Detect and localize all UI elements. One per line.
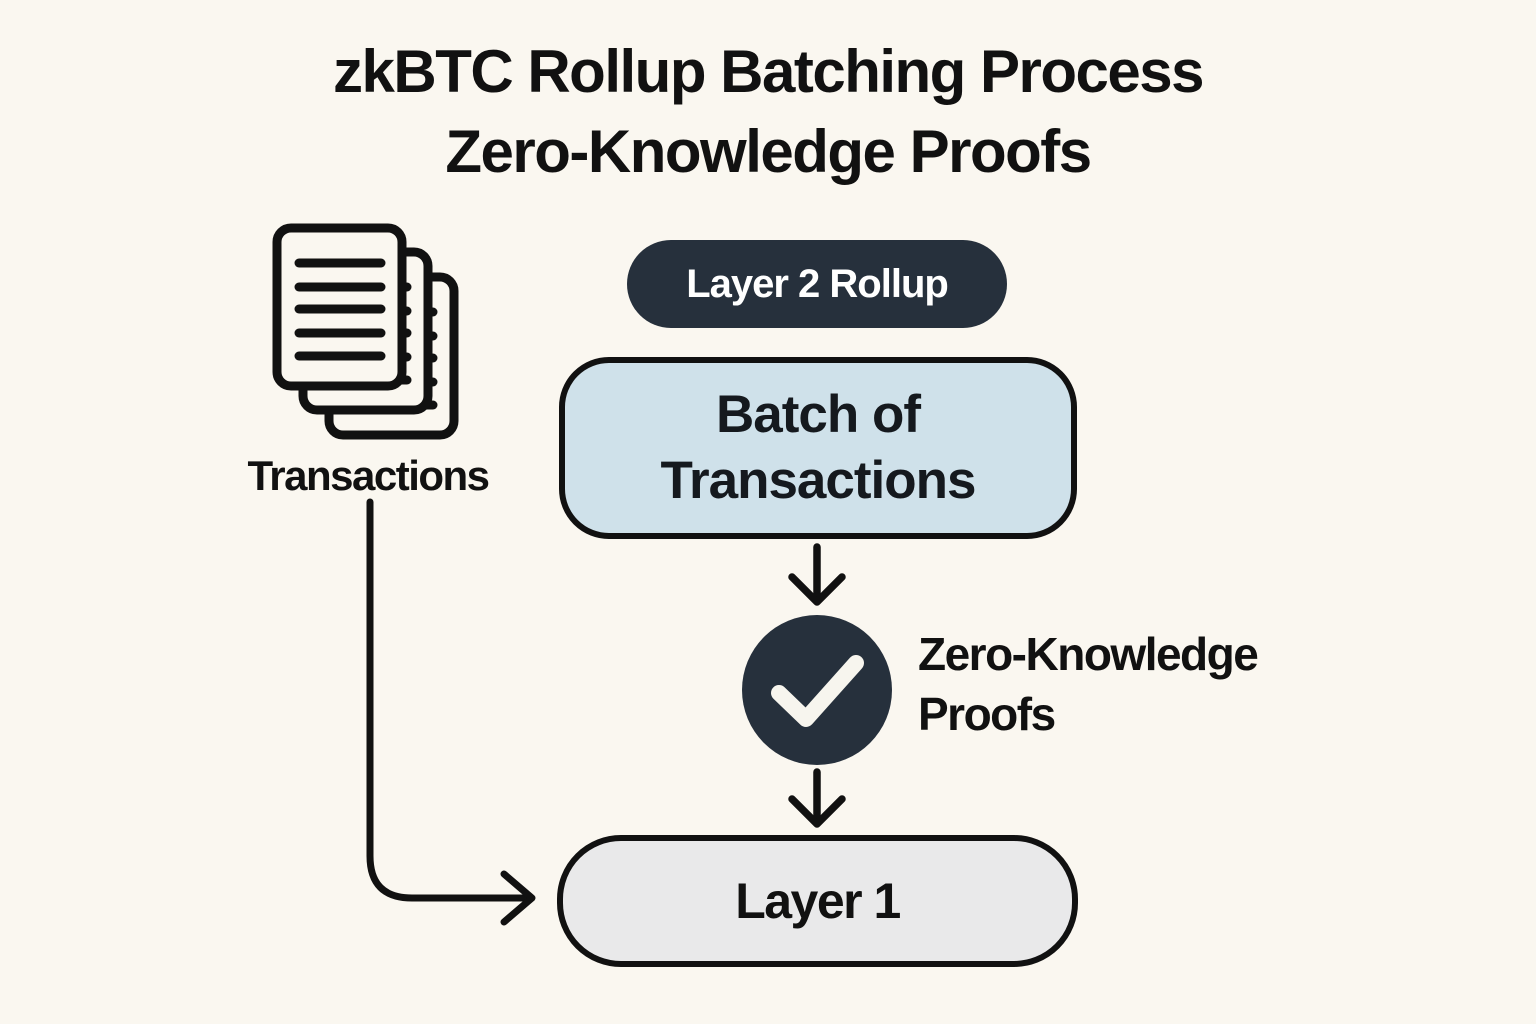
title-line-2: Zero-Knowledge Proofs (445, 118, 1092, 185)
transactions-label: Transactions (247, 452, 490, 499)
batch-to-proof-arrow (788, 543, 846, 606)
batch-box-line-1: Batch of (716, 385, 921, 444)
batch-of-transactions-box: Batch of Transactions (559, 357, 1077, 539)
layer1-label: Layer 1 (735, 873, 901, 929)
batch-box-line-2: Transactions (660, 451, 977, 510)
proof-to-layer1-arrow (788, 768, 846, 828)
zero-knowledge-proofs-label: Zero-Knowledge Proofs (918, 624, 1259, 744)
document-page-front (272, 223, 407, 391)
transactions-to-layer1-arrow (366, 498, 536, 926)
layer2-rollup-label: Layer 2 Rollup (686, 261, 949, 306)
zk-label-line-1: Zero-Knowledge (918, 628, 1259, 680)
diagram-title: zkBTC Rollup Batching Process Zero-Knowl… (0, 32, 1536, 192)
checkmark-circle-icon (742, 615, 892, 765)
documents-stack-icon (268, 218, 468, 444)
layer2-rollup-pill: Layer 2 Rollup (627, 240, 1007, 328)
layer1-box: Layer 1 (557, 835, 1078, 967)
title-line-1: zkBTC Rollup Batching Process (333, 38, 1204, 105)
documents-stack-svg (272, 223, 459, 440)
zk-label-line-2: Proofs (918, 688, 1056, 740)
